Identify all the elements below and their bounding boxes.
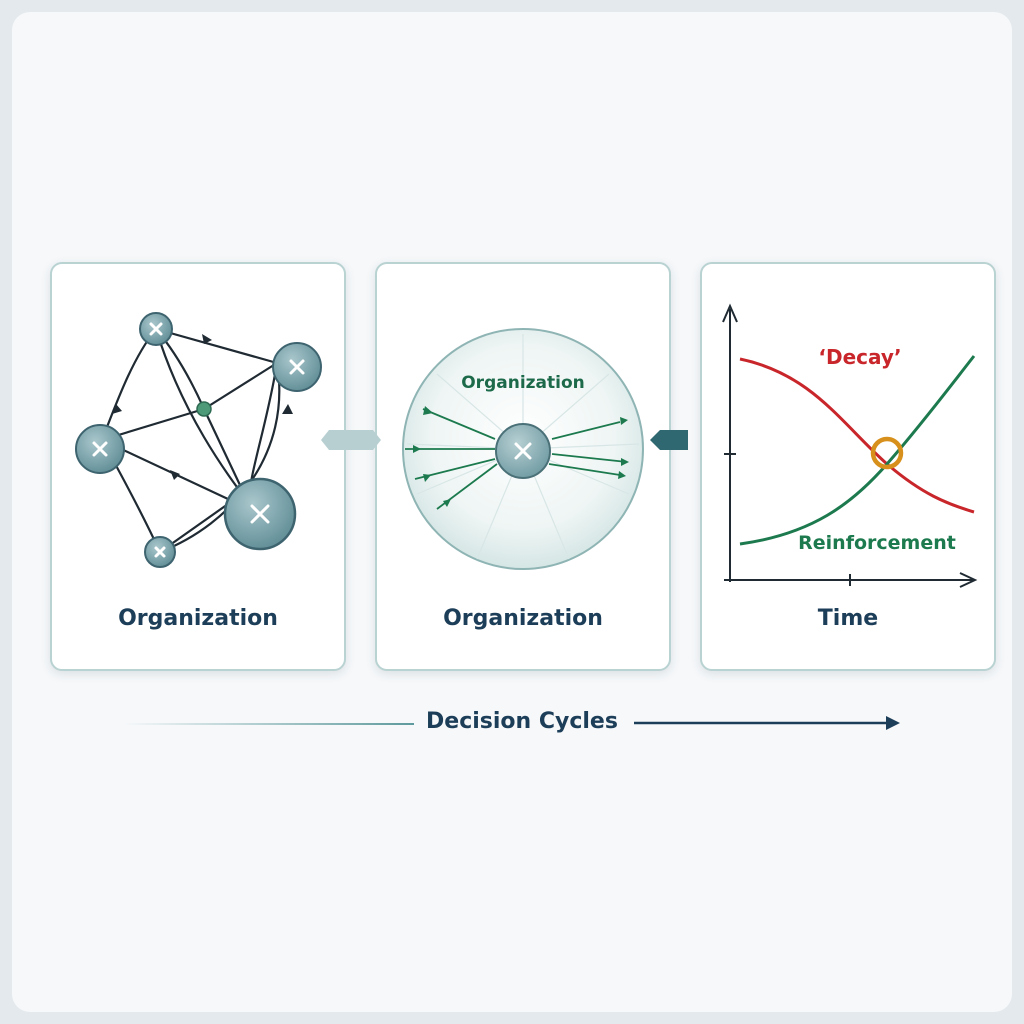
radial-rays — [406, 334, 640, 560]
x-icon — [92, 441, 108, 457]
inner-label: Organization — [461, 373, 585, 393]
timeline-label: Decision Cycles — [426, 709, 618, 734]
hub-node — [196, 401, 212, 417]
timeline-arrow — [634, 716, 900, 730]
arrowhead — [620, 417, 628, 425]
panel-network: Organization — [50, 262, 346, 671]
node-x-marks — [92, 322, 305, 558]
arrowhead — [413, 445, 421, 453]
connector-arrow-2 — [650, 430, 688, 450]
decay-curve — [739, 357, 975, 514]
arrowhead — [202, 334, 212, 344]
decay-label: ‘Decay’ — [818, 345, 901, 369]
arrowhead — [621, 458, 629, 466]
arrow-line — [422, 408, 496, 440]
network-graph — [75, 312, 322, 568]
arrowhead — [112, 404, 122, 414]
arrowhead — [443, 499, 451, 507]
y-axis-arrow — [722, 303, 738, 323]
network-nodes — [75, 312, 322, 568]
reinforcement-label: Reinforcement — [798, 532, 956, 554]
arrowhead — [423, 474, 431, 482]
ray — [406, 334, 640, 560]
intersection-marker — [870, 436, 904, 470]
arrow-line — [548, 463, 621, 476]
central-diagram: Organization — [402, 328, 644, 570]
panel-title: Organization — [118, 606, 278, 631]
arrowheads — [413, 406, 629, 507]
reinforcement-curve — [739, 355, 976, 546]
x-icon — [250, 504, 270, 524]
x-icon — [149, 322, 163, 336]
panel-title: Organization — [443, 606, 603, 631]
edge-arrowheads — [112, 334, 293, 480]
connector-arrow-1 — [321, 430, 381, 450]
edge — [100, 327, 158, 442]
panel-title: Time — [817, 606, 879, 631]
axes — [722, 303, 978, 588]
x-axis-arrow — [959, 572, 978, 588]
timeline-line — [124, 723, 414, 725]
edge — [154, 327, 279, 365]
panel-central: Organization Organization — [375, 262, 671, 671]
panel-chart: ‘Decay’ Reinforcement Time — [700, 262, 996, 671]
arrowhead — [282, 404, 293, 414]
arrow-line — [551, 453, 628, 463]
arrow-line — [551, 421, 621, 440]
decay-reinforcement-chart: ‘Decay’ Reinforcement — [722, 303, 978, 588]
x-icon — [289, 359, 305, 375]
arrowhead — [618, 471, 626, 479]
arrowhead — [423, 406, 433, 415]
edge — [202, 361, 279, 411]
x-icon — [514, 442, 532, 460]
arrowhead — [170, 470, 180, 480]
diagram-canvas: Organization — [12, 12, 1012, 1012]
x-icon — [154, 546, 166, 558]
